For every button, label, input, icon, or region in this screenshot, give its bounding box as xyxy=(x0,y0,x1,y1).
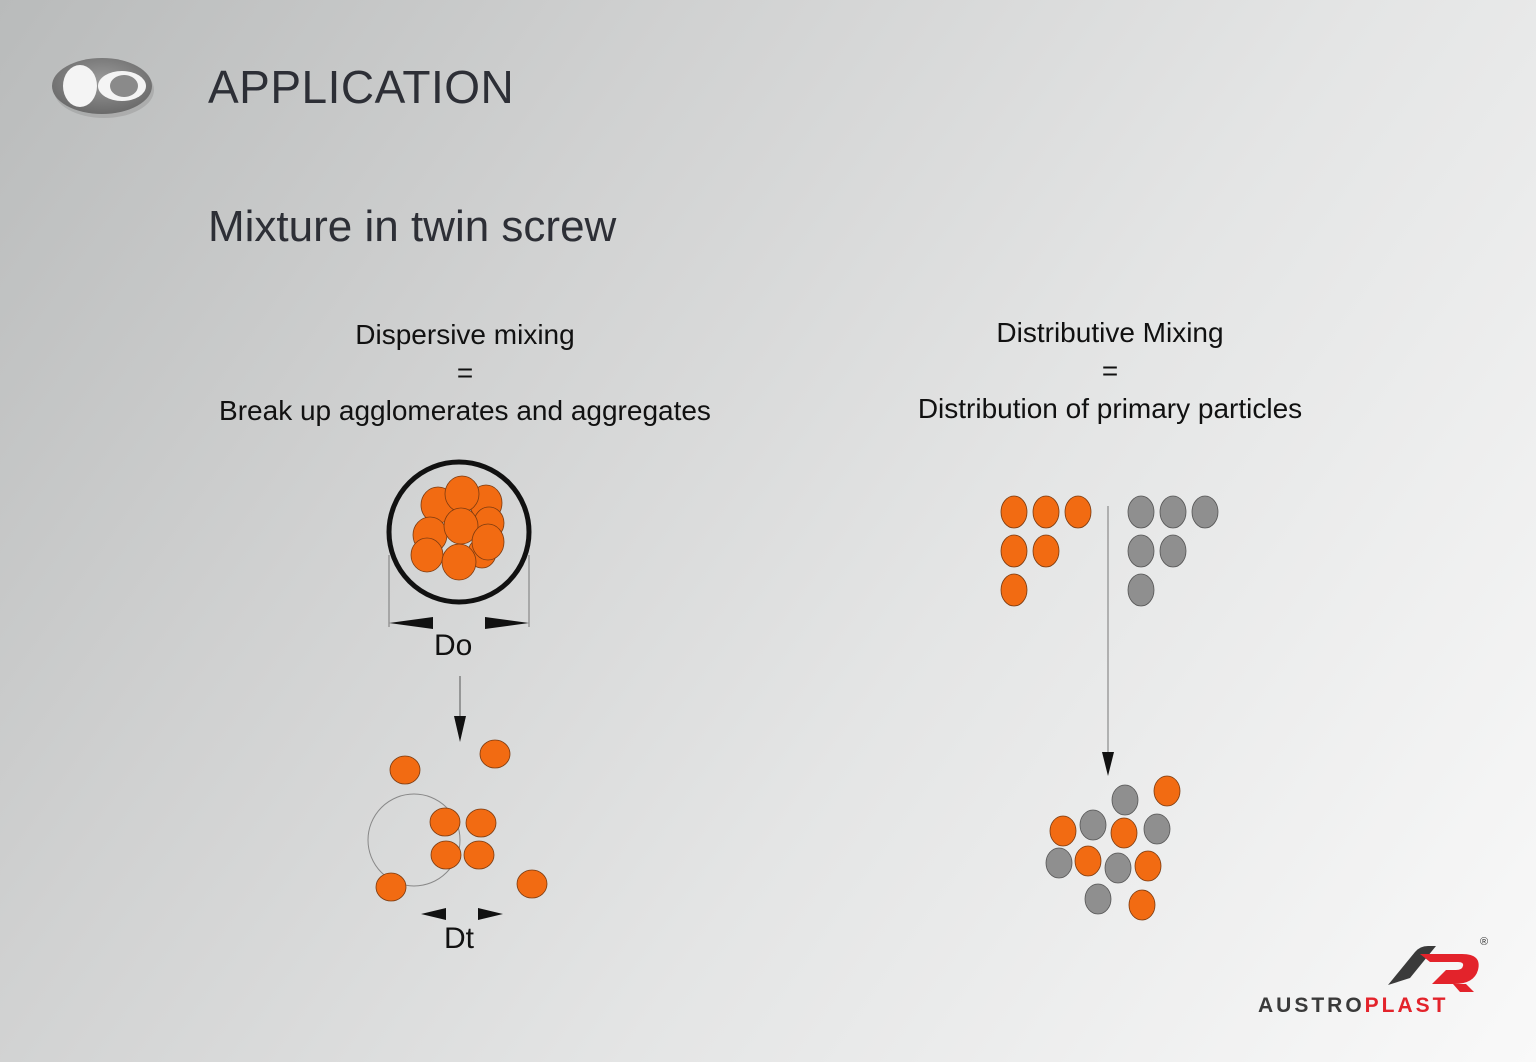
particle-orange xyxy=(430,840,462,870)
registered-mark: ® xyxy=(1480,936,1488,948)
dt-label: Dt xyxy=(444,922,475,955)
dispersive-description: Break up agglomerates and aggregates xyxy=(219,395,711,426)
dispersed-particles xyxy=(367,739,548,902)
dt-dimension: Dt xyxy=(421,908,503,955)
mixed-particles xyxy=(1045,775,1181,921)
agglomerate-outline xyxy=(386,459,532,605)
twin-screw-icon xyxy=(52,58,154,118)
arrow-down-icon xyxy=(1102,506,1114,776)
distributive-heading: Distributive Mixing = Distribution of pr… xyxy=(810,314,1410,428)
grey-particle-set xyxy=(1127,495,1219,607)
distributive-title: Distributive Mixing xyxy=(996,317,1224,348)
arrow-down-icon xyxy=(454,676,466,742)
agglomerate-particles xyxy=(410,475,505,581)
dt-arrow-left xyxy=(421,908,446,920)
orange-particle-set xyxy=(1000,495,1092,607)
do-dimension: Do xyxy=(388,555,530,662)
dt-arrow-right xyxy=(478,908,503,920)
dispersive-heading: Dispersive mixing = Break up agglomerate… xyxy=(150,316,780,430)
agglomerate-group xyxy=(386,459,532,605)
distributive-description: Distribution of primary particles xyxy=(917,393,1303,424)
distributive-equals: = xyxy=(1101,355,1119,386)
logo-mark-a xyxy=(1388,946,1436,985)
dispersive-title: Dispersive mixing xyxy=(355,319,575,350)
dispersive-equals: = xyxy=(456,357,474,388)
section-subtitle: Mixture in twin screw xyxy=(208,202,617,251)
page-title: APPLICATION xyxy=(208,61,515,113)
particle-orange xyxy=(429,807,461,837)
do-arrow-right xyxy=(485,617,529,629)
particle-orange xyxy=(465,808,497,838)
particle-orange xyxy=(389,755,421,785)
particle-orange xyxy=(479,739,511,769)
brand-name-austro: AUSTRO xyxy=(1258,994,1365,1017)
particle-orange xyxy=(367,793,461,887)
do-label: Do xyxy=(434,629,472,662)
particle-orange xyxy=(375,872,407,902)
brand-name-plast: PLAST xyxy=(1365,994,1449,1017)
brand-name: AUSTROPLAST xyxy=(1258,994,1449,1017)
austroplast-logo: ® AUSTROPLAST xyxy=(1258,936,1488,1017)
logo-mark-p xyxy=(1420,954,1479,984)
do-arrow-left xyxy=(389,617,433,629)
particle-orange xyxy=(463,840,495,870)
particle-orange xyxy=(516,869,548,899)
